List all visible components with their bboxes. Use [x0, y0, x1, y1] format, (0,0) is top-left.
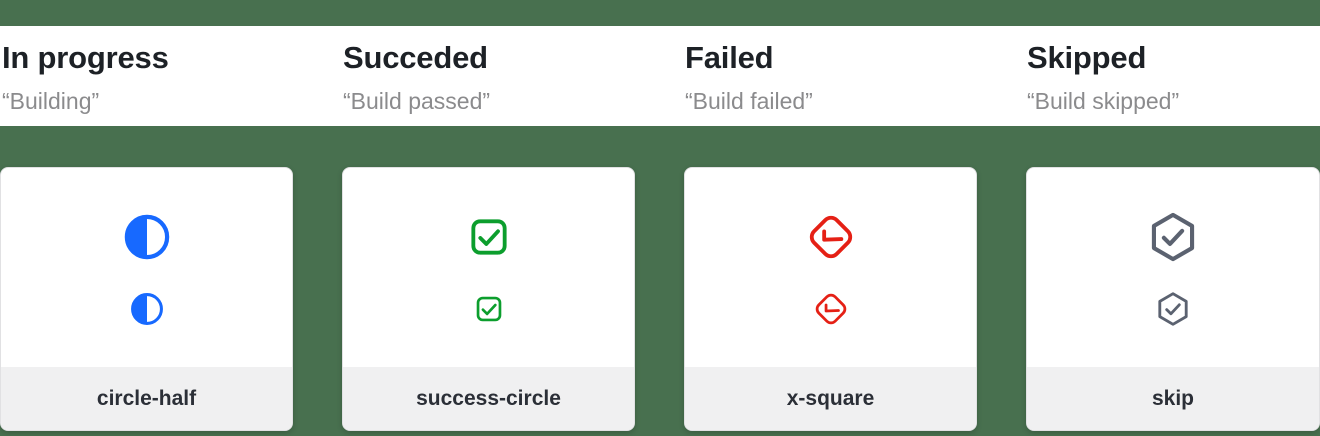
- x-square-icon: [809, 215, 852, 259]
- column-subtitle-build-skipped: “Build skipped”: [1027, 88, 1180, 114]
- circle-half-icon-large: [124, 214, 170, 260]
- column-subtitle-building: “Building”: [2, 88, 100, 114]
- skip-icon-large: [1147, 211, 1199, 263]
- skip-icon-small: [1155, 291, 1191, 327]
- column-title-in-progress: In progress: [2, 40, 169, 75]
- card-footer: x-square: [685, 367, 976, 430]
- circle-half-icon-small: [130, 293, 163, 326]
- x-square-icon: [815, 293, 846, 325]
- heading-band: [0, 26, 1320, 126]
- success-circle-icon-small: [475, 295, 503, 323]
- card-footer: circle-half: [1, 367, 292, 430]
- icon-name-label: skip: [1151, 387, 1195, 410]
- skip-icon: [1151, 212, 1195, 262]
- success-circle-icon: [476, 296, 501, 322]
- success-circle-icon-large: [469, 217, 509, 257]
- card-footer: success-circle: [343, 367, 634, 430]
- x-square-icon-small: [811, 290, 850, 329]
- icon-name-label: circle-half: [96, 387, 197, 410]
- card-success-circle: success-circle: [342, 167, 635, 431]
- card-skip: skip: [1026, 167, 1320, 431]
- circle-half-icon: [130, 293, 163, 325]
- column-title-skipped: Skipped: [1027, 40, 1147, 75]
- column-subtitle-build-failed: “Build failed”: [685, 88, 813, 114]
- column-subtitle-build-passed: “Build passed”: [343, 88, 491, 114]
- card-circle-half: circle-half: [0, 167, 293, 431]
- icon-name-label: success-circle: [416, 387, 561, 410]
- success-circle-icon: [470, 219, 507, 255]
- card-footer: skip: [1027, 367, 1319, 430]
- icon-name-label: x-square: [786, 387, 875, 410]
- skip-icon: [1158, 292, 1188, 326]
- x-square-icon-large: [804, 210, 858, 264]
- column-title-failed: Failed: [685, 40, 774, 75]
- card-x-square: x-square: [684, 167, 977, 431]
- column-title-succeded: Succeded: [343, 40, 488, 75]
- circle-half-icon: [124, 214, 169, 260]
